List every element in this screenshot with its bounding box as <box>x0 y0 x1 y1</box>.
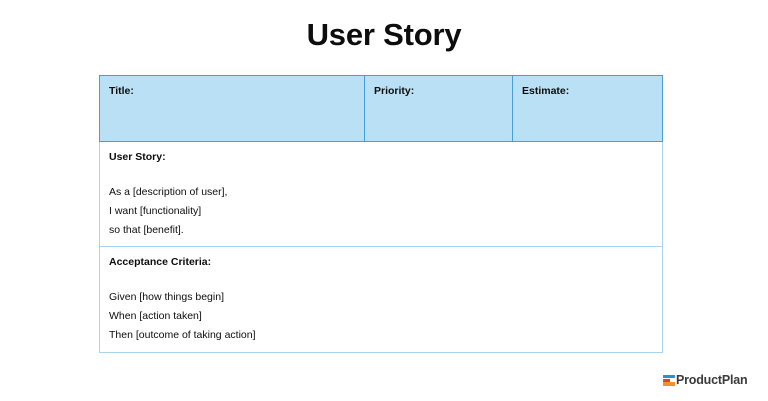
productplan-logo: ProductPlan <box>663 371 748 389</box>
productplan-bars-icon <box>663 374 675 386</box>
user-story-line: As a [description of user], <box>109 185 228 198</box>
page-title: User Story <box>306 17 462 52</box>
section-acceptance-criteria[interactable]: Acceptance Criteria: Given [how things b… <box>99 247 663 353</box>
acceptance-criteria-line: When [action taken] <box>109 309 202 322</box>
section-heading-acceptance-criteria: Acceptance Criteria: <box>109 256 212 268</box>
header-label-priority: Priority: <box>374 85 415 97</box>
user-story-line: I want [functionality] <box>109 204 202 217</box>
user-story-line: so that [benefit]. <box>109 223 184 236</box>
section-body-user-story: As a [description of user], I want [func… <box>109 183 662 240</box>
section-body-acceptance-criteria: Given [how things begin] When [action ta… <box>109 288 662 345</box>
header-label-estimate: Estimate: <box>522 85 570 97</box>
user-story-template-table: Title: Priority: Estimate: User Story: A… <box>99 75 663 353</box>
header-cell-title[interactable]: Title: <box>100 76 365 141</box>
header-label-title: Title: <box>109 85 134 97</box>
brand-name-label: ProductPlan <box>676 372 748 387</box>
acceptance-criteria-line: Then [outcome of taking action] <box>109 328 256 341</box>
header-cell-priority[interactable]: Priority: <box>365 76 513 141</box>
section-user-story[interactable]: User Story: As a [description of user], … <box>99 142 663 247</box>
acceptance-criteria-line: Given [how things begin] <box>109 290 224 303</box>
section-heading-user-story: User Story: <box>109 151 166 163</box>
table-header-row: Title: Priority: Estimate: <box>99 75 663 142</box>
header-cell-estimate[interactable]: Estimate: <box>513 76 662 141</box>
